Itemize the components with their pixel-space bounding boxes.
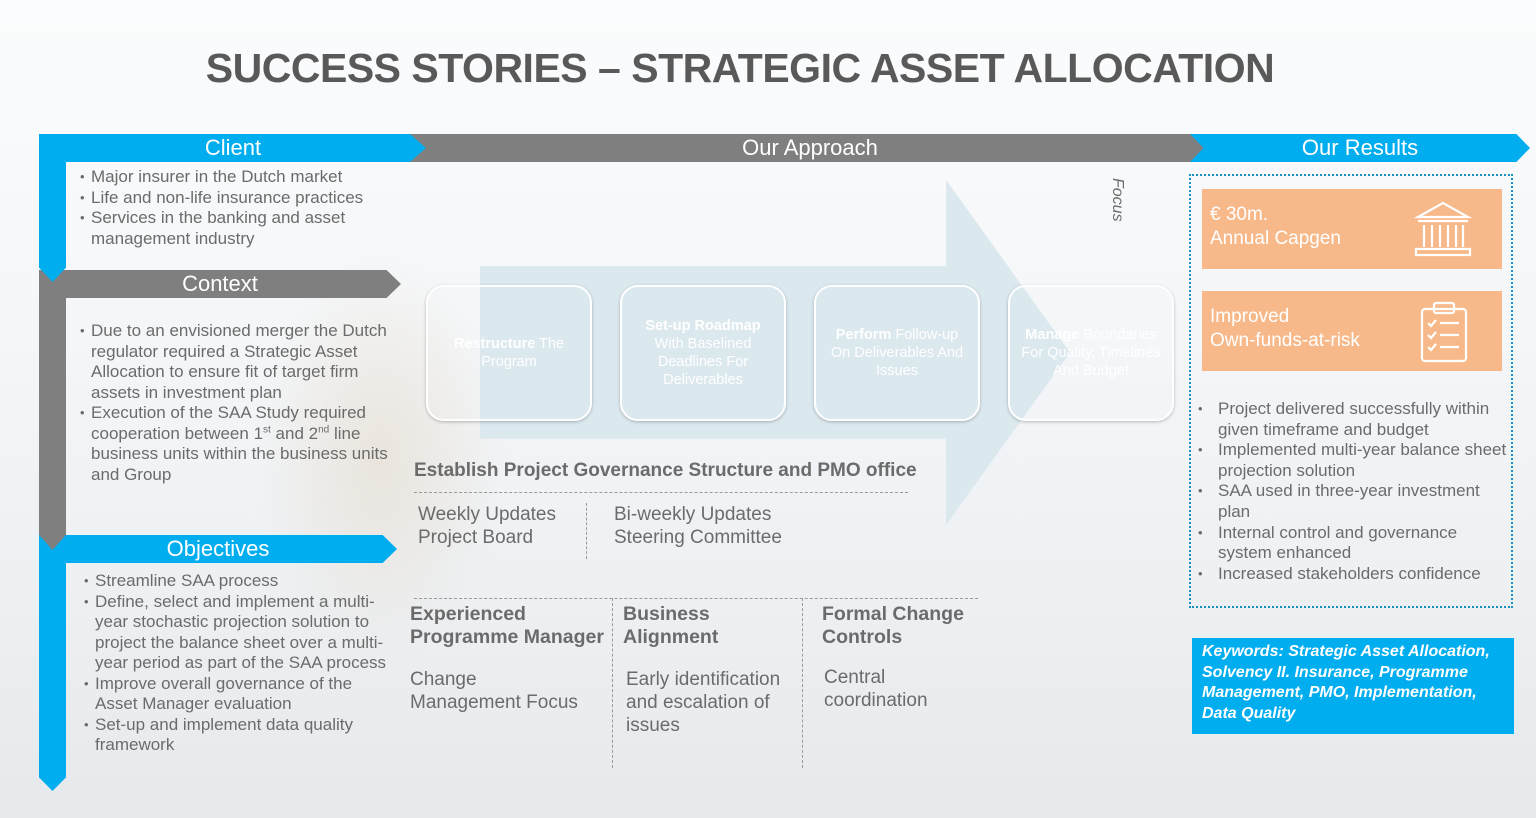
step-bold: Manage xyxy=(1025,327,1080,343)
bank-icon xyxy=(1413,201,1473,257)
client-list: Major insurer in the Dutch market Life a… xyxy=(80,167,400,249)
approach-banner: Our Approach xyxy=(410,134,1210,162)
context-side-bar xyxy=(39,298,66,550)
governance-divider xyxy=(414,492,908,493)
client-item: Services in the banking and asset manage… xyxy=(80,208,400,249)
objective-item: Improve overall governance of the Asset … xyxy=(84,674,394,715)
step-roadmap: Set-up Roadmap With Baselined Deadlines … xyxy=(620,285,786,421)
context-item: Execution of the SAA Study required coop… xyxy=(80,403,390,485)
step-bold: Restructure xyxy=(453,336,536,352)
step-text: Follow-up On Deliverables And Issues xyxy=(830,327,964,379)
governance-biweekly: Bi-weekly Updates Steering Committee xyxy=(614,504,782,548)
result-item: Internal control and governance system e… xyxy=(1198,523,1508,564)
client-banner: Client xyxy=(39,134,427,162)
pillar-header: Business Alignment xyxy=(623,603,719,648)
context-list: Due to an envisioned merger the Dutch re… xyxy=(80,321,390,485)
objective-item: Set-up and implement data quality framew… xyxy=(84,715,394,756)
tile-line: Improved xyxy=(1210,306,1290,327)
result-tile-ownfunds: Improved Own-funds-at-risk xyxy=(1202,291,1502,371)
tile-line: Annual Capgen xyxy=(1210,228,1341,249)
results-box xyxy=(1189,174,1513,608)
pillar-header: Formal Change Controls xyxy=(822,603,964,648)
objective-item: Define, select and implement a multi-yea… xyxy=(84,592,394,674)
result-item: Implemented multi-year balance sheet pro… xyxy=(1198,440,1508,481)
governance-weekly: Weekly Updates Project Board xyxy=(418,504,556,548)
tile-line: Own-funds-at-risk xyxy=(1210,330,1360,351)
results-list: Project delivered successfully within gi… xyxy=(1198,399,1508,584)
pillar-header: Experienced Programme Manager xyxy=(410,603,604,648)
context-banner: Context xyxy=(39,270,401,298)
keywords-box: Keywords: Strategic Asset Allocation, So… xyxy=(1192,638,1514,734)
pillars-divider xyxy=(414,598,978,599)
governance-title: Establish Project Governance Structure a… xyxy=(414,460,917,481)
step-text: Boundaries For Quality, Timelines And Bu… xyxy=(1021,327,1161,379)
governance-separator xyxy=(586,503,587,559)
objectives-side-bar xyxy=(39,563,66,791)
step-restructure: Restructure The Program xyxy=(426,285,592,421)
step-bold: Set-up Roadmap xyxy=(645,318,761,334)
result-item: SAA used in three-year investment plan xyxy=(1198,481,1508,522)
objective-item: Streamline SAA process xyxy=(84,571,394,592)
result-item: Increased stakeholders confidence xyxy=(1198,564,1508,585)
client-side-bar xyxy=(39,162,66,282)
page-title: SUCCESS STORIES – STRATEGIC ASSET ALLOCA… xyxy=(205,45,1275,91)
pillar-separator xyxy=(612,598,613,768)
checklist-icon xyxy=(1420,301,1468,363)
tile-line: € 30m. xyxy=(1210,204,1269,225)
step-perform: Perform Follow-up On Deliverables And Is… xyxy=(814,285,980,421)
step-manage: Manage Boundaries For Quality, Timelines… xyxy=(1008,285,1174,421)
pillar-body: Early identification and escalation of i… xyxy=(626,669,781,736)
objectives-list: Streamline SAA process Define, select an… xyxy=(84,571,394,756)
results-banner: Our Results xyxy=(1190,134,1530,162)
step-bold: Perform xyxy=(835,327,892,343)
pillar-body: Central coordination xyxy=(824,667,928,711)
focus-label: Focus xyxy=(1109,178,1126,222)
client-item: Major insurer in the Dutch market xyxy=(80,167,400,188)
result-item: Project delivered successfully within gi… xyxy=(1198,399,1508,440)
client-item: Life and non-life insurance practices xyxy=(80,188,400,209)
result-tile-capgen: € 30m. Annual Capgen xyxy=(1202,189,1502,269)
step-text: The Program xyxy=(481,336,565,370)
step-text: With Baselined Deadlines For Deliverable… xyxy=(654,336,752,388)
pillar-separator xyxy=(802,598,803,768)
context-item: Due to an envisioned merger the Dutch re… xyxy=(80,321,390,403)
objectives-banner: Objectives xyxy=(39,535,397,563)
pillar-body: Change Management Focus xyxy=(410,669,578,713)
